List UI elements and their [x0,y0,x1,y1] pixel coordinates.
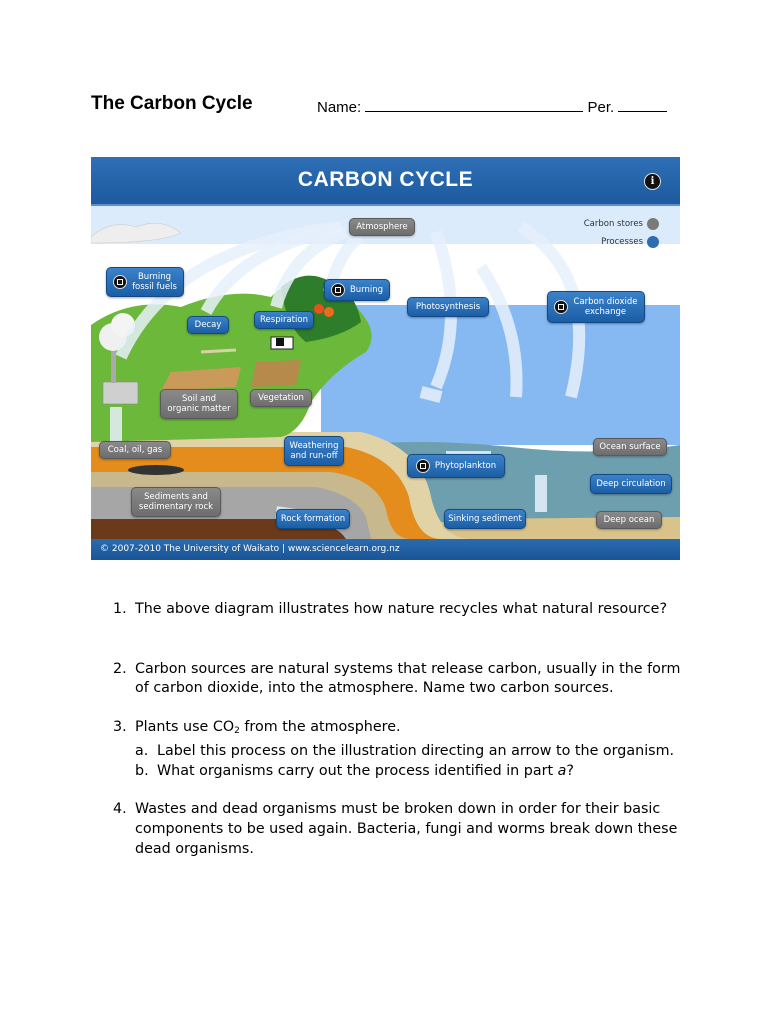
legend-processes: Processes [601,236,659,248]
store-ocean-surface[interactable]: Ocean surface [593,438,667,456]
question-list: 1. The above diagram illustrates how nat… [113,600,683,859]
process-burning[interactable]: Burning [324,279,390,301]
store-deep-ocean[interactable]: Deep ocean [596,511,662,529]
legend-carbon-stores: Carbon stores [584,218,659,230]
name-label: Name: [317,99,362,116]
store-soil-organic-matter[interactable]: Soil and organic matter [160,389,238,419]
question-3: 3. Plants use CO2 from the atmosphere. a… [113,718,683,781]
process-respiration[interactable]: Respiration [254,311,314,329]
video-icon [113,275,127,289]
store-coal-oil-gas[interactable]: Coal, oil, gas [99,441,171,459]
name-period-line: Name: Per. [317,97,668,116]
process-carbon-dioxide-exchange[interactable]: Carbon dioxide exchange [547,291,645,323]
period-blank[interactable] [618,97,668,112]
period-label: Per. [587,99,615,116]
video-icon [330,283,345,297]
blue-dot-icon [647,236,659,248]
page-title: The Carbon Cycle [91,93,253,114]
process-burning-fossil-fuels[interactable]: Burning fossil fuels [106,267,184,297]
process-decay[interactable]: Decay [187,316,229,334]
store-atmosphere[interactable]: Atmosphere [349,218,415,236]
question-4: 4. Wastes and dead organisms must be bro… [113,801,678,857]
name-blank[interactable] [365,97,584,112]
info-icon[interactable]: i [644,173,661,190]
process-sinking-sediment[interactable]: Sinking sediment [444,509,526,529]
diagram-header: CARBON CYCLE i [91,157,680,206]
store-sediments-rock[interactable]: Sediments and sedimentary rock [131,487,221,517]
worksheet-header: The Carbon Cycle Name: Per. [91,93,680,123]
question-3b: b. What organisms carry out the process … [135,762,575,779]
diagram-title: CARBON CYCLE [297,168,474,191]
process-phytoplankton[interactable]: Phytoplankton [407,454,505,478]
process-photosynthesis[interactable]: Photosynthesis [407,297,489,317]
process-weathering-run-off[interactable]: Weathering and run-off [284,436,344,466]
question-3a: a. Label this process on the illustratio… [135,742,675,759]
process-deep-circulation[interactable]: Deep circulation [590,474,672,494]
question-2: 2. Carbon sources are natural systems th… [113,660,681,697]
video-icon [415,459,430,473]
process-rock-formation[interactable]: Rock formation [276,509,350,529]
diagram-footer: © 2007-2010 The University of Waikato | … [91,539,680,560]
legend-processes-label: Processes [601,237,643,247]
legend-stores-label: Carbon stores [583,219,643,229]
video-icon [554,300,568,314]
store-vegetation[interactable]: Vegetation [250,389,312,407]
gray-dot-icon [647,218,659,230]
question-1: 1. The above diagram illustrates how nat… [113,601,668,617]
carbon-cycle-diagram: CARBON CYCLE i Carbon stores Processes A… [91,157,680,560]
